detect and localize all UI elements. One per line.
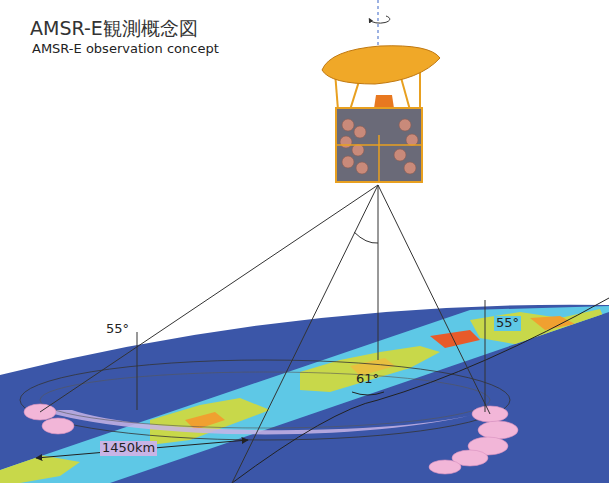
footprints	[24, 404, 518, 474]
view-lines	[40, 185, 490, 483]
satellite	[322, 46, 440, 182]
scan-circle	[20, 360, 510, 440]
rotation-axis	[377, 0, 378, 50]
dimension-arrow	[36, 440, 248, 458]
earth	[0, 305, 609, 483]
scan-circle	[40, 372, 490, 428]
angle-label: 55°	[104, 322, 131, 337]
ground-track	[232, 298, 609, 483]
subtitle: AMSR-E observation concept	[30, 42, 221, 57]
dimension-label: 1450km	[100, 441, 157, 456]
diagram-title: AMSR-E観測概念図	[30, 18, 198, 40]
rotation-arrow	[370, 16, 390, 23]
swath	[0, 306, 609, 483]
angle-label: 61°	[354, 372, 381, 387]
angle-label: 55°	[494, 316, 521, 331]
